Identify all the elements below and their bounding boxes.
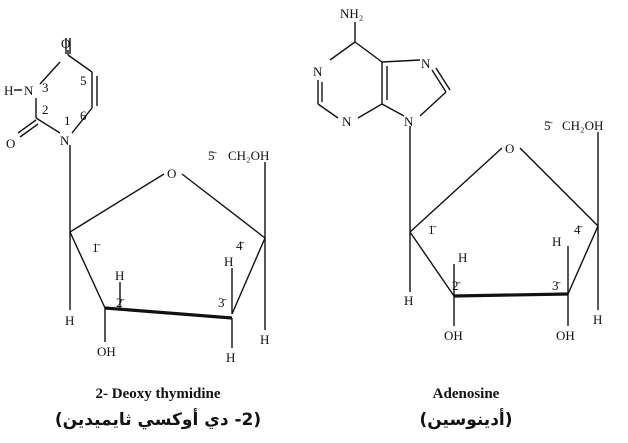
atom-label: N [421,56,431,71]
bond [17,119,37,134]
bond [104,306,233,320]
carbon-label: 5̄ [544,118,553,133]
atom-label: H [4,83,13,98]
carbon-label: 5̄ [208,148,217,163]
atom-label: H [226,350,235,365]
carbon-label: 4̄ [236,238,245,253]
position-label: 3 [42,80,49,95]
thymidine-caption: 2- Deoxy thymidine [96,386,221,402]
carbon-label: 2̄ [116,295,125,310]
atom-label: N [342,114,352,129]
carbon-label: 3̄ [218,295,227,310]
thymidine-labels: O O H N N 3 2 1 5 6 O 5̄ CH₂OH 1̄ 2̄ 3̄ … [4,36,269,430]
bond [39,61,61,85]
bond [519,147,599,227]
bond [435,67,451,91]
bond [419,91,447,117]
atom-label: N [60,133,70,148]
atom-label: O [6,136,15,151]
ring-oxygen: O [505,141,514,156]
bond [329,41,356,61]
atom-label: N [24,83,34,98]
bond [381,103,405,117]
atom-label: H [115,268,124,283]
atom-label: N [313,64,323,79]
atom-label: N [404,114,414,129]
position-label: 1 [64,113,71,128]
thymidine-structure [14,38,266,348]
bond [231,237,266,315]
bond [69,173,165,233]
group-label: CH₂OH [228,148,269,163]
carbon-label: 3̄ [552,278,561,293]
atom-label: O [61,36,70,51]
bond [409,231,455,297]
atom-label: H [260,332,269,347]
thymidine-caption-arabic: (2- دي أوكسي ثايميدين) [55,408,261,430]
position-label: 5 [80,73,87,88]
carbon-label: 4̄ [574,222,583,237]
position-label: 2 [42,102,49,117]
group-label: OH [444,328,463,343]
bond [71,107,93,134]
bond [35,117,61,134]
group-label: OH [97,344,116,359]
adenosine-labels: NH₂ N N N N O 5̄ CH₂OH 1̄ 2̄ 3̄ 4̄ H H H… [313,6,603,430]
carbon-label: 1̄ [92,240,101,255]
bond [453,292,569,298]
position-label: 6 [80,108,87,123]
atom-label: H [552,234,561,249]
carbon-label: 1̄ [428,222,437,237]
bond [67,54,93,73]
atom-label: H [224,254,233,269]
adenosine-caption-arabic: (أدينوسين) [419,408,512,430]
bond [431,69,447,93]
atom-label: H [593,312,602,327]
group-label: NH₂ [340,6,363,21]
adenosine-structure [317,22,599,326]
bond [69,231,106,309]
bond [357,103,383,119]
atom-label: H [458,250,467,265]
ring-oxygen: O [167,166,176,181]
bond [317,103,339,119]
bond [567,225,599,295]
bond [181,173,266,239]
bond [381,59,421,63]
atom-label: H [65,313,74,328]
bond [354,41,383,63]
adenosine-caption: Adenosine [433,386,500,402]
carbon-label: 2̄ [452,278,461,293]
group-label: OH [556,328,575,343]
group-label: CH₂OH [562,118,603,133]
atom-label: H [404,293,413,308]
bond [409,147,503,233]
bond [19,123,39,138]
